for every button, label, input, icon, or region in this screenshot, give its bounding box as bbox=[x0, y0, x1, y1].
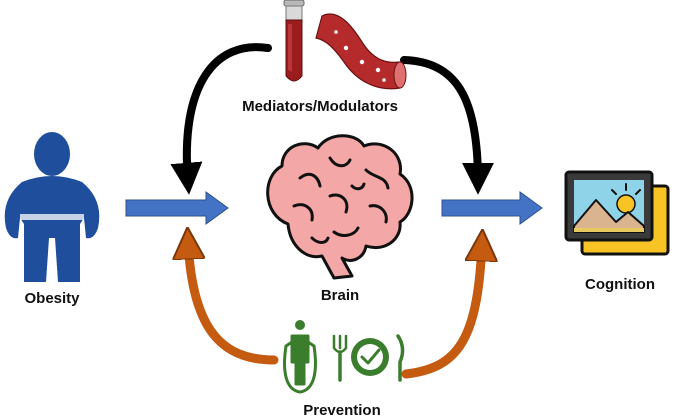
flow-arrow-obesity-to-brain bbox=[125, 191, 229, 225]
prevention-label: Prevention bbox=[303, 402, 381, 419]
prevention-arrow-left bbox=[188, 240, 279, 365]
brain-icon bbox=[266, 134, 414, 280]
obese-person-icon bbox=[4, 132, 100, 282]
flow-arrow-brain-to-cognition bbox=[441, 191, 543, 225]
cognition-label: Cognition bbox=[585, 276, 655, 293]
prevention-arrow-right bbox=[401, 242, 482, 379]
mediators-label: Mediators/Modulators bbox=[242, 98, 398, 115]
brain-label: Brain bbox=[320, 287, 360, 304]
jump-rope-person-icon bbox=[283, 320, 317, 394]
obesity-label: Obesity bbox=[24, 290, 80, 307]
blood-vessel-icon bbox=[315, 13, 407, 90]
blood-test-tube-icon bbox=[283, 0, 305, 82]
landscape-picture-icon bbox=[564, 170, 670, 256]
mediator-arrow-right bbox=[400, 56, 494, 195]
mediator-arrow-left bbox=[170, 43, 272, 195]
healthy-plate-icon bbox=[332, 334, 405, 382]
